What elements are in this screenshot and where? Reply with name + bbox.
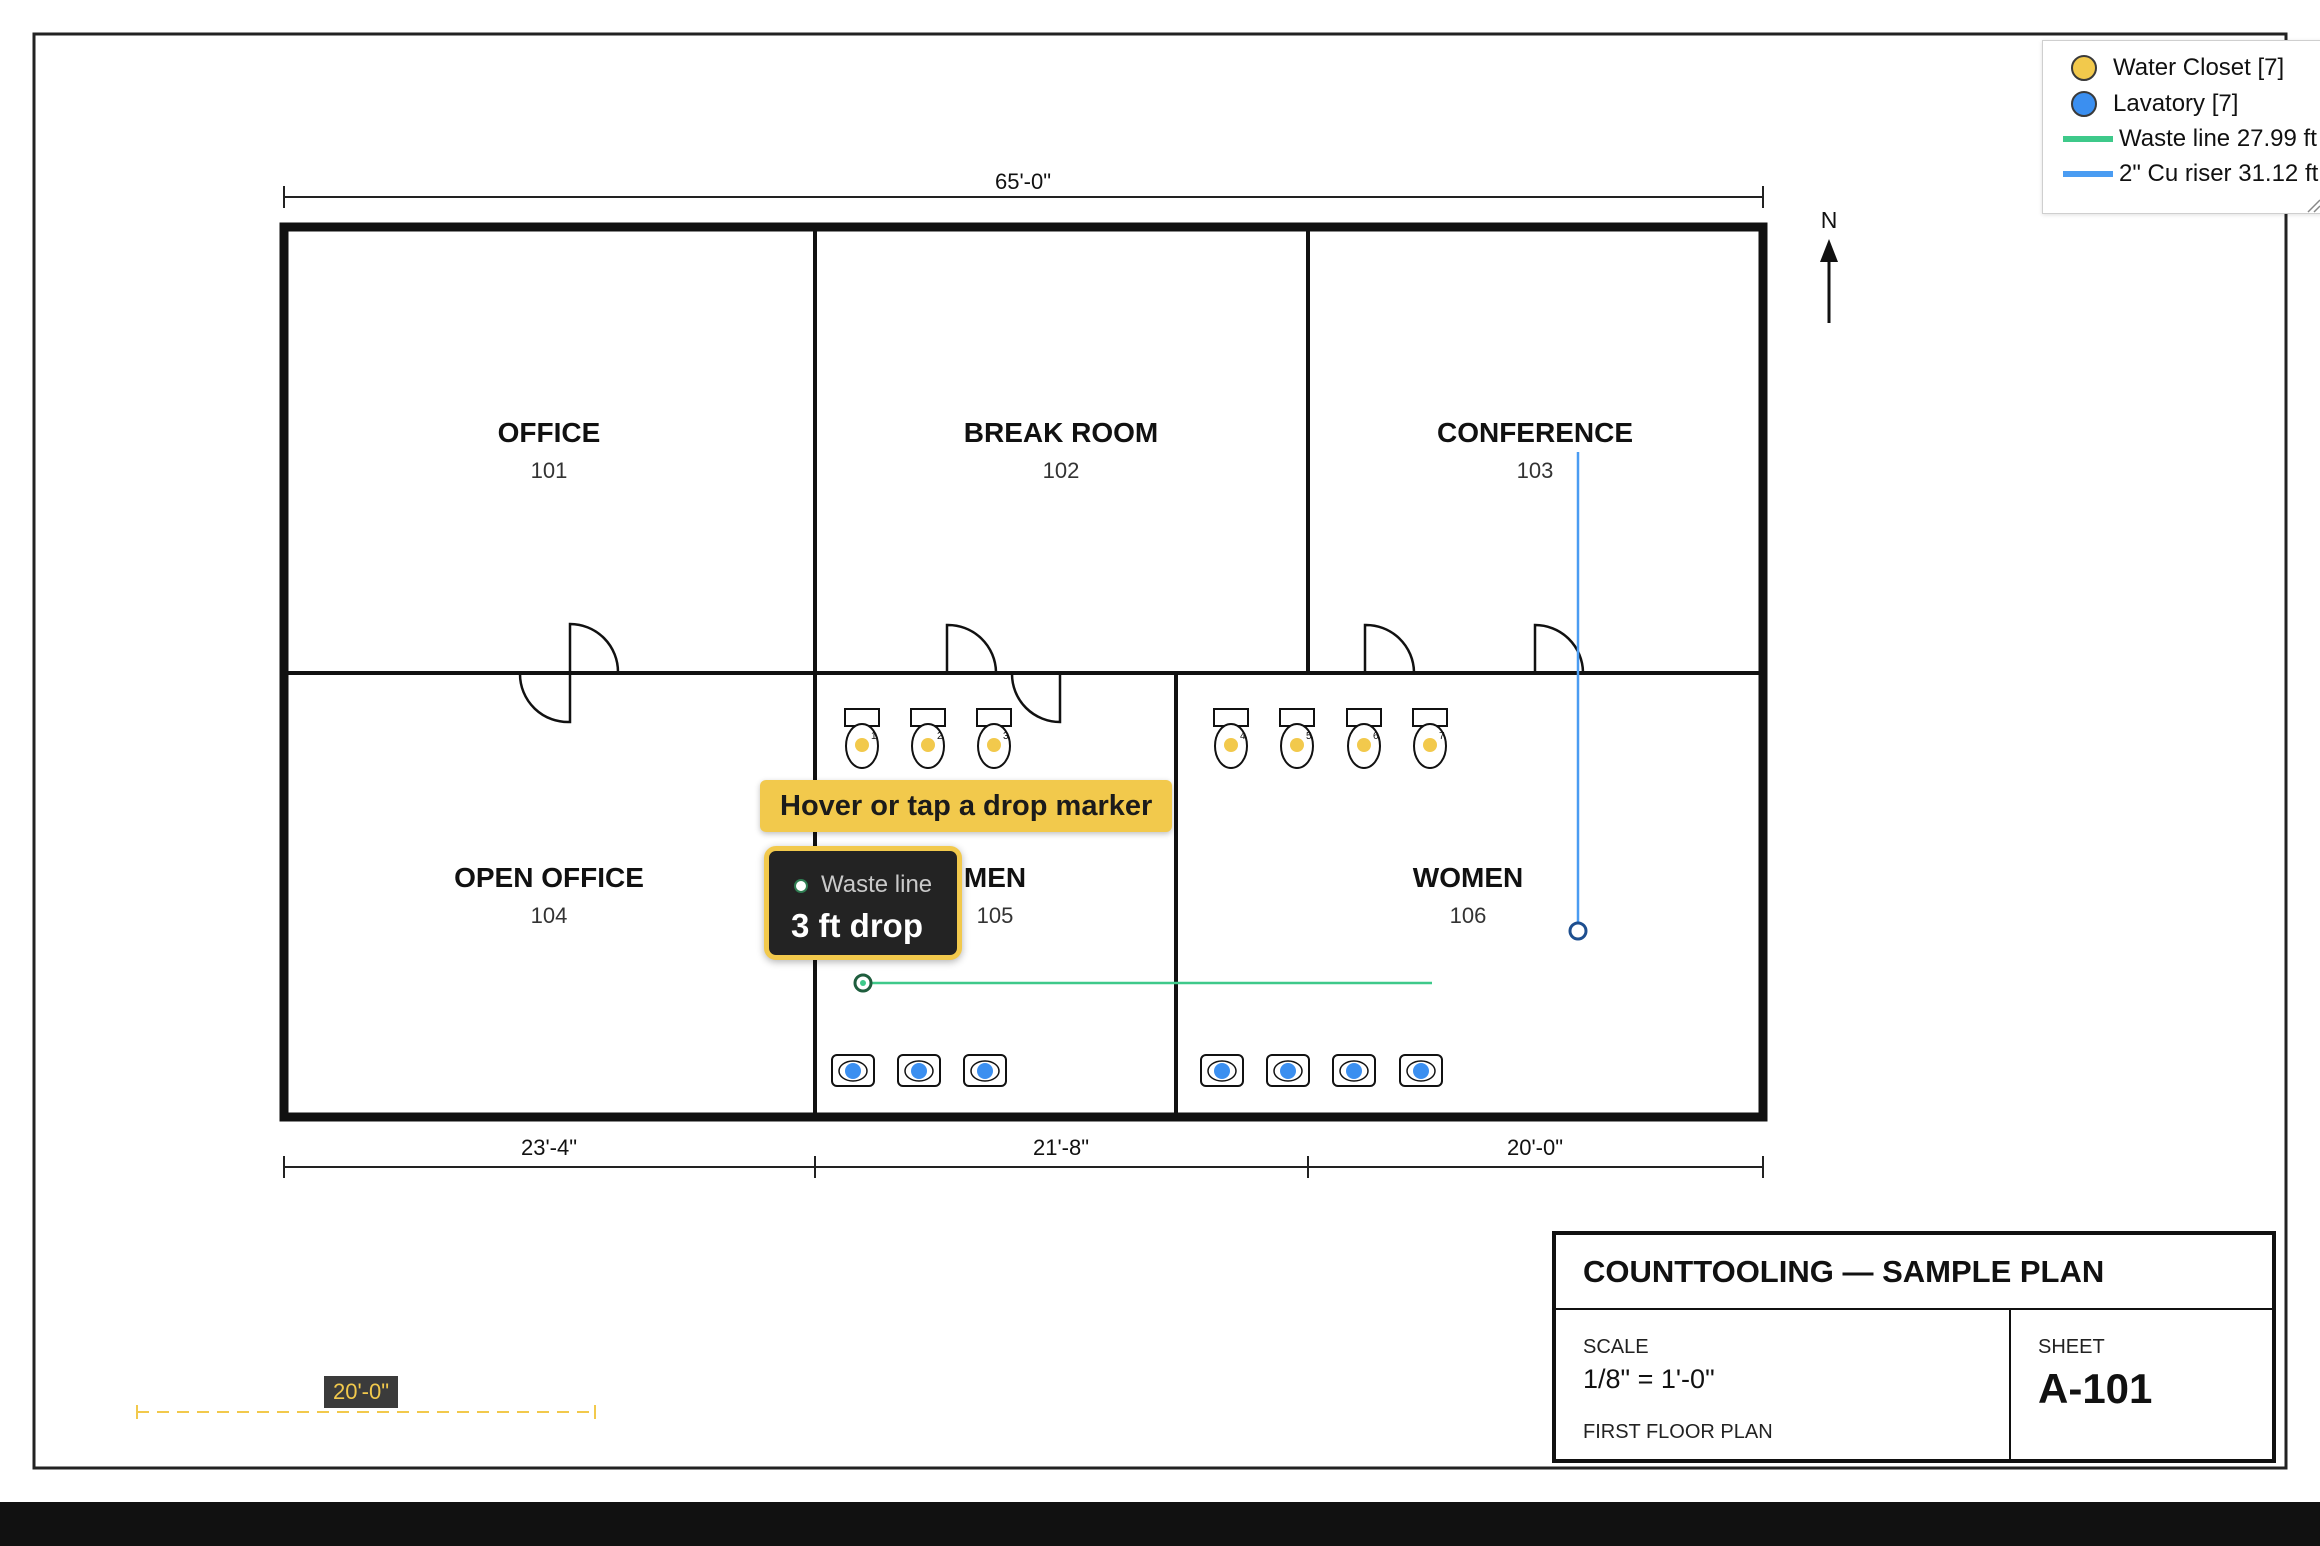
riser-swatch-icon (2063, 171, 2113, 177)
door-icon (945, 623, 1062, 724)
dimension-label-men: 21'-8" (1033, 1135, 1089, 1160)
dimension-label-women: 20'-0" (1507, 1135, 1563, 1160)
lavatory-icon[interactable] (1266, 1054, 1310, 1087)
door-icon (1363, 623, 1416, 673)
lavatory-icon[interactable] (831, 1054, 875, 1087)
waste-line-dot-icon (794, 879, 808, 893)
water-closet-dot-icon (2071, 55, 2097, 81)
title-block-title: COUNTTOOLING — SAMPLE PLAN (1583, 1254, 2104, 1289)
sheet-border (32, 32, 2288, 1470)
scale-bar[interactable] (136, 1405, 596, 1419)
room-number-women: 106 (1450, 903, 1487, 928)
overall-dimension (283, 186, 1764, 208)
svg-text:7: 7 (1439, 731, 1445, 742)
water-closet-icon[interactable]: 1 (844, 708, 880, 769)
lavatory-dot-icon (2071, 91, 2097, 117)
legend-panel[interactable]: Water Closet [7] Lavatory [7] Waste line… (2042, 40, 2320, 214)
lavatory-icon[interactable] (1399, 1054, 1443, 1087)
drop-tooltip: Waste line 3 ft drop (764, 846, 962, 960)
water-closet-icon[interactable]: 4 (1213, 708, 1249, 769)
room-number-men: 105 (977, 903, 1014, 928)
scale-bar-label: 20'-0" (324, 1376, 399, 1408)
bottom-bar (0, 1502, 2320, 1546)
legend-item-cu-riser[interactable]: 2" Cu riser 31.12 ft (2043, 157, 2318, 191)
north-label: N (1821, 207, 1838, 233)
room-name-conference: CONFERENCE (1437, 417, 1633, 448)
legend-item-lavatory[interactable]: Lavatory [7] (2043, 87, 2238, 121)
svg-text:5: 5 (1306, 731, 1312, 742)
door-icon (1533, 623, 1585, 673)
scale-bar-text: 20'-0" (333, 1379, 390, 1404)
interior-walls (284, 227, 1763, 1117)
waste-line-swatch-icon (2063, 136, 2113, 142)
room-number-break-room: 102 (1043, 458, 1080, 483)
water-closet-icon[interactable]: 7 (1412, 708, 1448, 769)
legend-label: Waste line 27.99 ft (2119, 125, 2317, 152)
plan-name: FIRST FLOOR PLAN (1583, 1421, 1773, 1443)
lavatory-icon[interactable] (1200, 1054, 1244, 1087)
north-arrow-icon (1820, 239, 1838, 323)
lavatory-icon[interactable] (897, 1054, 941, 1087)
sheet-label: SHEET (2038, 1336, 2105, 1358)
legend-label: Water Closet [7] (2113, 54, 2285, 81)
hint-text: Hover or tap a drop marker (780, 790, 1153, 822)
room-name-office: OFFICE (498, 417, 601, 448)
room-number-office: 101 (531, 458, 568, 483)
tooltip-label: Waste line (821, 871, 933, 898)
legend-label: 2" Cu riser 31.12 ft (2119, 160, 2319, 187)
room-number-open-office: 104 (531, 903, 568, 928)
resize-handle-icon[interactable] (2305, 197, 2320, 213)
riser-drop-marker[interactable] (1568, 921, 1588, 941)
room-name-break-room: BREAK ROOM (964, 417, 1158, 448)
room-name-open-office: OPEN OFFICE (454, 862, 644, 893)
legend-item-waste-line[interactable]: Waste line 27.99 ft (2043, 122, 2317, 156)
scale-label: SCALE (1583, 1336, 1649, 1358)
lavatory-icon[interactable] (1332, 1054, 1376, 1087)
water-closet-icon[interactable]: 5 (1279, 708, 1315, 769)
legend-item-water-closet[interactable]: Water Closet [7] (2043, 51, 2284, 85)
svg-text:1: 1 (871, 731, 877, 742)
water-closet-icon[interactable]: 2 (910, 708, 946, 769)
bottom-dimension-line (283, 1156, 1764, 1178)
scale-value: 1/8" = 1'-0" (1583, 1364, 1715, 1394)
svg-text:3: 3 (1003, 731, 1009, 742)
tooltip-value: 3 ft drop (791, 907, 923, 944)
water-closet-icon[interactable]: 3 (976, 708, 1012, 769)
water-closet-icon[interactable]: 6 (1346, 708, 1382, 769)
hint-callout: Hover or tap a drop marker (760, 780, 1173, 832)
overall-dimension-label: 65'-0" (995, 169, 1051, 194)
legend-label: Lavatory [7] (2113, 90, 2239, 117)
lavatory-icon[interactable] (963, 1054, 1007, 1087)
room-number-conference: 103 (1517, 458, 1554, 483)
waste-drop-marker[interactable] (853, 973, 873, 993)
svg-text:2: 2 (937, 731, 943, 742)
svg-text:4: 4 (1240, 731, 1246, 742)
title-block (1552, 1231, 2276, 1463)
sheet-number: A-101 (2038, 1365, 2152, 1412)
door-icon (518, 622, 620, 724)
room-name-women: WOMEN (1413, 862, 1523, 893)
svg-text:6: 6 (1373, 731, 1379, 742)
room-name-men: MEN (964, 862, 1026, 893)
dimension-label-open-office: 23'-4" (521, 1135, 577, 1160)
